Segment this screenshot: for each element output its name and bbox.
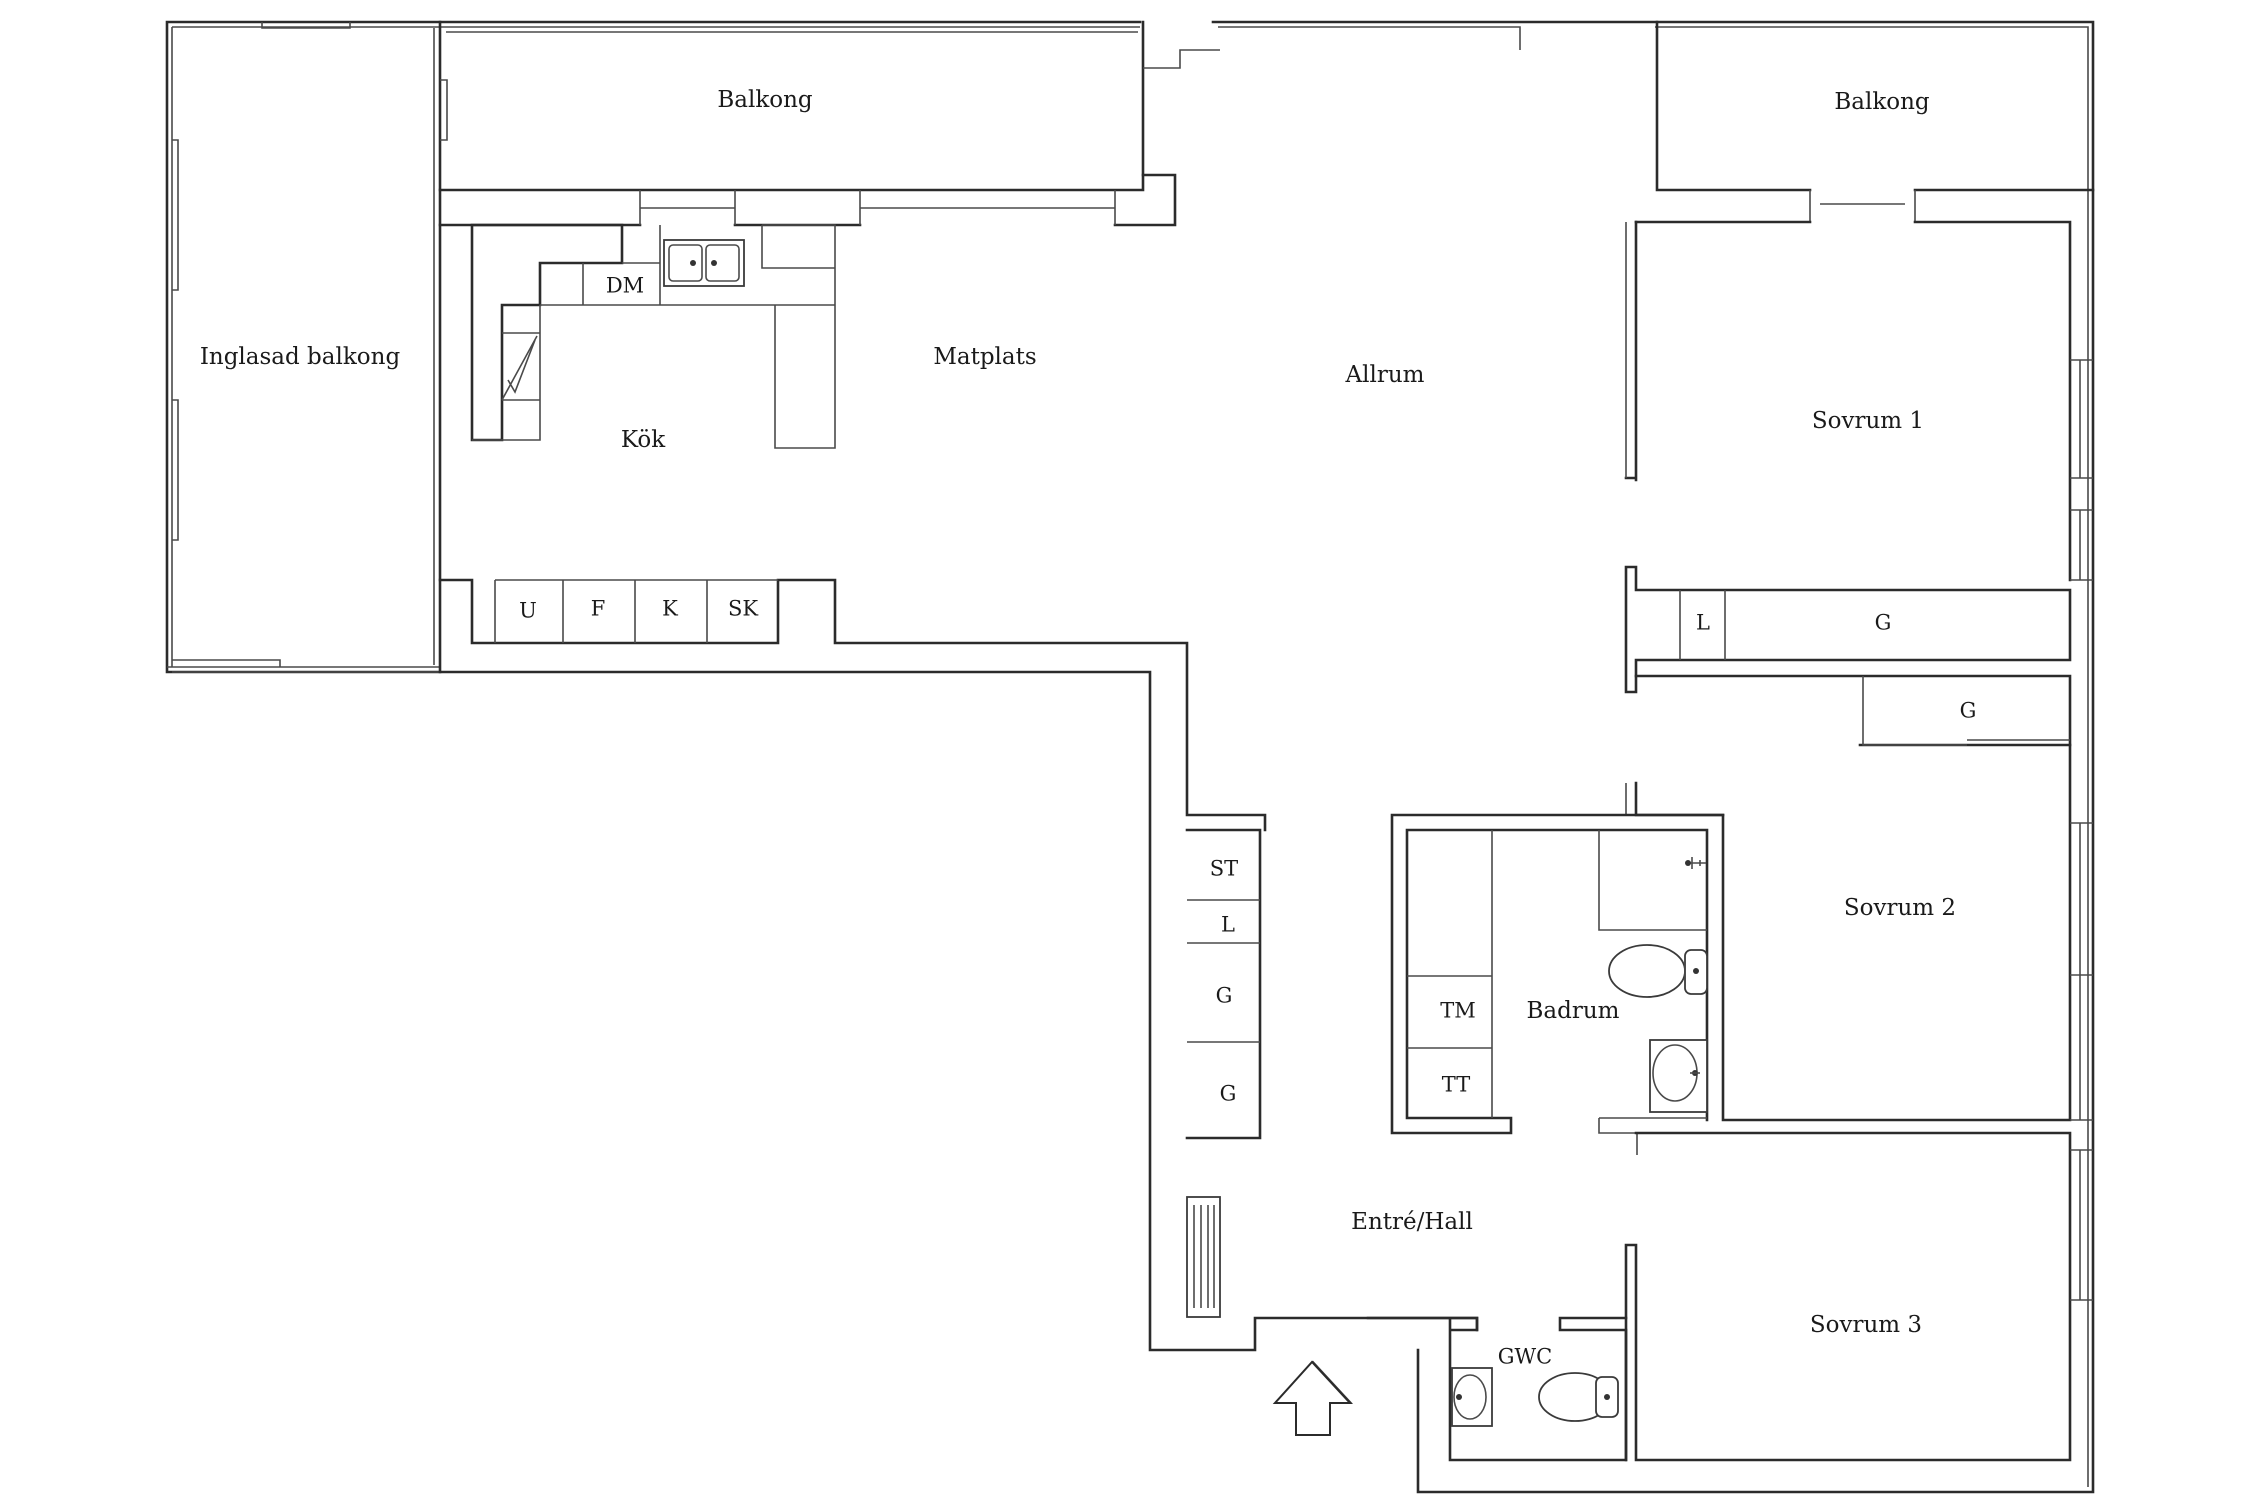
fixture-label-f: F bbox=[591, 597, 606, 621]
kitchen-appliances: U F K SK bbox=[438, 578, 1267, 832]
fixture-label-u: U bbox=[519, 599, 537, 623]
room-label-balkong-left: Balkong bbox=[717, 87, 813, 113]
entrance-arrow-icon bbox=[1272, 1360, 1354, 1436]
fixture-label-g-hall-1: G bbox=[1216, 984, 1233, 1008]
kitchen-counter: DM bbox=[470, 223, 836, 449]
fixture-label-g-sovrum1: G bbox=[1875, 611, 1892, 635]
outer-walls bbox=[165, 20, 2095, 1494]
washbasin-icon bbox=[1451, 1367, 1493, 1427]
fixture-label-sk: SK bbox=[728, 597, 758, 621]
fixture-label-tm: TM bbox=[1440, 999, 1476, 1023]
right-partition: Balkong bbox=[1624, 20, 2095, 582]
sovrum1-closet: L G bbox=[1624, 565, 2072, 694]
gwc-room: GWC bbox=[1366, 1316, 1628, 1462]
fixture-label-st: ST bbox=[1210, 857, 1238, 881]
sovrum3-room: Sovrum 3 bbox=[1624, 1131, 2093, 1462]
badrum-room: TM TT Badrum bbox=[1390, 813, 1725, 1155]
room-label-allrum: Allrum bbox=[1345, 362, 1425, 388]
room-label-sovrum1: Sovrum 1 bbox=[1812, 408, 1924, 434]
hall-wardrobes: ST L G G bbox=[1185, 828, 1262, 1140]
room-label-gwc: GWC bbox=[1498, 1345, 1552, 1369]
kitchen-top-wall bbox=[438, 173, 1177, 227]
room-label-sovrum3: Sovrum 3 bbox=[1810, 1312, 1922, 1338]
sovrum2-closet: G bbox=[1634, 674, 2072, 747]
room-label-sovrum2: Sovrum 2 bbox=[1844, 895, 1956, 921]
room-label-inglasad-balkong: Inglasad balkong bbox=[200, 344, 401, 370]
room-label-kok: Kök bbox=[621, 427, 666, 453]
room-label-matplats: Matplats bbox=[933, 344, 1036, 370]
fixture-label-dm: DM bbox=[606, 274, 644, 298]
fixture-label-g-hall-2: G bbox=[1220, 1082, 1237, 1106]
room-label-entre-hall: Entré/Hall bbox=[1351, 1209, 1473, 1235]
balkong-left-room: Balkong bbox=[438, 20, 1220, 192]
fixture-label-l-hall: L bbox=[1221, 913, 1235, 937]
inglasad-balkong-room: Inglasad balkong bbox=[200, 20, 448, 674]
room-label-badrum: Badrum bbox=[1527, 998, 1620, 1024]
fixture-label-l-sovrum1: L bbox=[1696, 611, 1710, 635]
fixture-label-g-sovrum2: G bbox=[1960, 699, 1977, 723]
toilet-icon bbox=[1538, 1372, 1619, 1422]
shower-head-icon bbox=[1685, 857, 1706, 869]
radiator-icon bbox=[1186, 1196, 1221, 1318]
room-label-balkong-right: Balkong bbox=[1834, 89, 1930, 115]
sink-icon bbox=[663, 239, 745, 287]
toilet-icon bbox=[1608, 944, 1708, 998]
fixture-label-k: K bbox=[662, 597, 678, 621]
sovrum1-room: Sovrum 1 bbox=[1812, 359, 2093, 581]
washbasin-icon bbox=[1649, 1039, 1708, 1113]
fixture-label-tt: TT bbox=[1442, 1073, 1470, 1097]
